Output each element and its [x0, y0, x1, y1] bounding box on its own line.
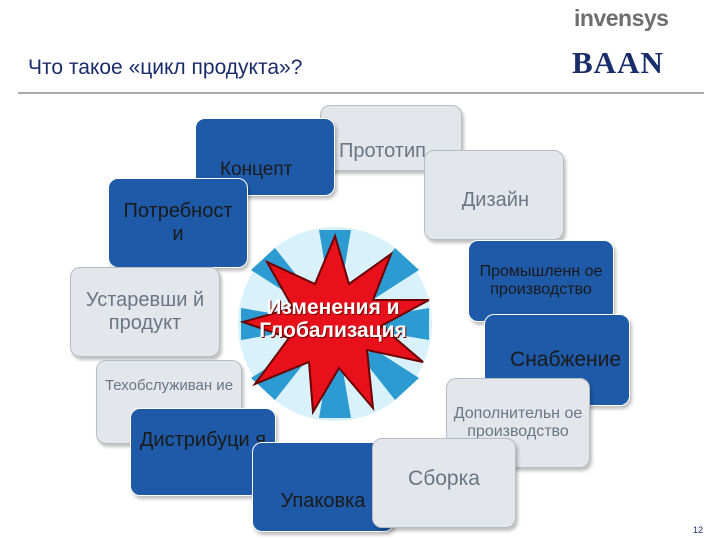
center-circle-graphic: [236, 225, 434, 423]
cycle-item-needs: Потребност и: [108, 178, 248, 268]
cycle-item-label: Сборка: [408, 467, 480, 490]
cycle-item-packaging: Упаковка: [252, 442, 394, 532]
center-label: Изменения и Глобализация: [259, 296, 407, 343]
cycle-item-distribution: Дистрибуци я: [130, 408, 276, 496]
cycle-item-assembly: Сборка: [372, 438, 516, 528]
title-divider: [18, 92, 704, 94]
cycle-item-label: Упаковка: [280, 489, 366, 512]
cycle-item-label: Устаревши й продукт: [85, 289, 205, 334]
cycle-item-label: Потребност и: [123, 200, 233, 245]
cycle-item-label: Дополнительн ое производство: [453, 404, 583, 440]
logo-invensys: invensys: [574, 5, 669, 31]
page-title: Что такое «цикл продукта»?: [28, 56, 303, 79]
cycle-item-label: Дизайн: [461, 189, 529, 211]
cycle-item-label: Дистрибуци я: [139, 429, 267, 451]
cycle-item-label: Концепт: [220, 159, 293, 180]
cycle-item-industrial-production: Промышленн ое производство: [468, 240, 614, 322]
cycle-item-label: Прототип: [339, 140, 426, 162]
red-burst-icon: [239, 233, 430, 416]
baan-logo: BAAN: [572, 46, 664, 78]
cycle-item-label: Снабжение: [510, 347, 621, 371]
cycle-item-obsolete-product: Устаревши й продукт: [70, 267, 220, 357]
page-number: 12: [693, 525, 704, 535]
cycle-item-label: Техобслуживан ие: [104, 377, 234, 394]
baan-logo-text: BAAN: [572, 46, 664, 78]
cycle-item-design: Дизайн: [424, 150, 564, 240]
cycle-item-label: Промышленн ое производство: [479, 262, 603, 298]
cycle-item-prototype: Прототип: [320, 105, 462, 171]
